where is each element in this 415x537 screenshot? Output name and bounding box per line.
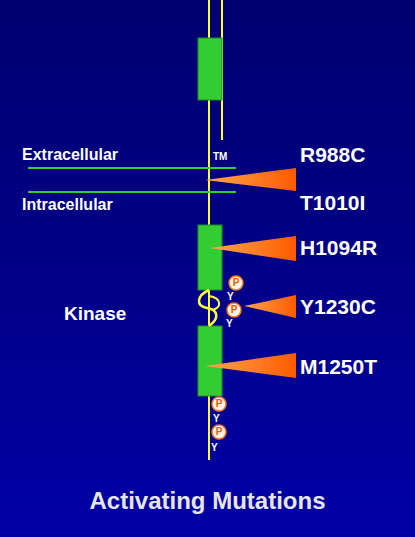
phospho-letter: P [226, 302, 242, 318]
membrane-line [28, 191, 236, 193]
region-label: Intracellular [22, 196, 113, 214]
mutation-wedge [205, 353, 296, 378]
phospho-letter: P [211, 424, 227, 440]
kinase-insert-loop [209, 296, 219, 310]
phospho-letter: P [228, 275, 244, 291]
phospho-circle: P [228, 275, 244, 291]
diagram-title: Activating Mutations [0, 487, 415, 515]
phospho-circle-outline [212, 425, 226, 439]
kinase-lobe [198, 326, 222, 396]
phospho-circle: P [211, 396, 227, 412]
membrane-line [28, 167, 236, 169]
region-label: Extracellular [22, 146, 118, 164]
mutation-wedge [210, 236, 296, 261]
mutation-wedge [205, 168, 296, 191]
phospho-circle: P [226, 302, 242, 318]
tyrosine-label: Y [211, 442, 218, 453]
kinase-insert-loop [199, 290, 216, 326]
mutation-wedge [244, 295, 296, 318]
tyrosine-label: Y [227, 291, 234, 302]
tyrosine-label: Y [213, 413, 220, 424]
mutation-label: R988C [300, 143, 365, 166]
tyrosine-label: Y [226, 318, 233, 329]
domain-label: Kinase [64, 304, 126, 325]
mutation-label: Y1230C [300, 295, 376, 318]
phospho-letter: P [211, 396, 227, 412]
mutation-label: T1010I [300, 191, 365, 214]
region-label: TM [213, 151, 227, 162]
phospho-circle: P [211, 424, 227, 440]
mutation-label: H1094R [300, 236, 377, 259]
extracellular-domain [198, 38, 222, 100]
mutation-label: M1250T [300, 355, 377, 378]
phospho-circle-outline [227, 303, 241, 317]
phospho-circle-outline [212, 397, 226, 411]
kinase-lobe [198, 225, 222, 290]
phospho-circle-outline [229, 276, 243, 290]
